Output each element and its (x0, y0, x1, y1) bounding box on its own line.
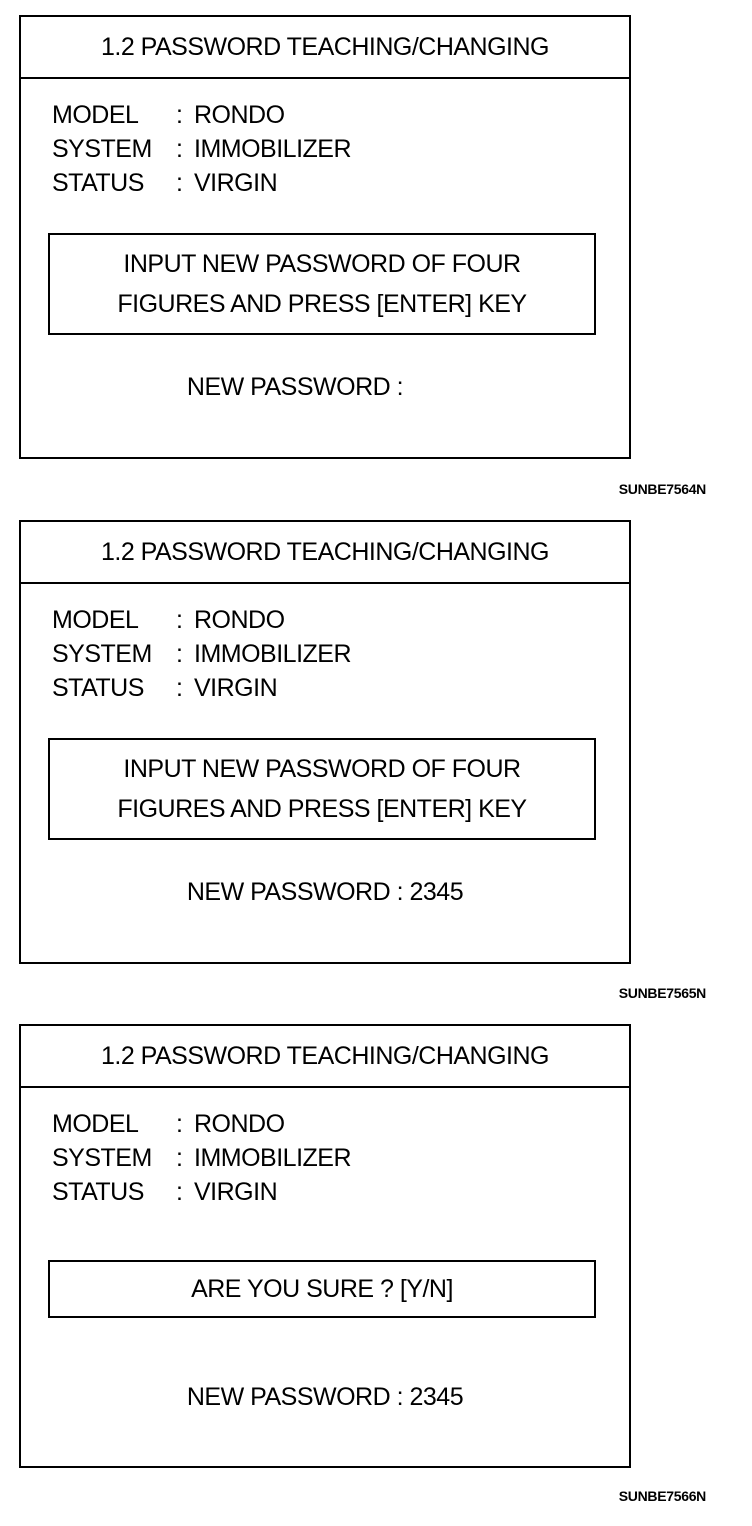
system-colon: : (176, 135, 183, 163)
status-colon: : (176, 674, 183, 702)
status-row: STATUS: VIRGIN (52, 169, 278, 198)
scanner-screen-1: 1.2 PASSWORD TEACHING/CHANGING MODEL: RON… (19, 15, 631, 459)
system-value: IMMOBILIZER (194, 135, 352, 163)
model-row: MODEL: RONDO (52, 1110, 285, 1139)
model-label: MODEL (52, 101, 139, 129)
new-password-label: NEW PASSWORD : (186, 1383, 404, 1411)
system-colon: : (176, 640, 183, 668)
instruction-message-box: INPUT NEW PASSWORD OF FOUR FIGURES AND P… (48, 233, 596, 335)
new-password-field[interactable]: NEW PASSWORD : 2345 (21, 1383, 629, 1412)
system-value: IMMOBILIZER (194, 640, 352, 668)
figure-code: SUNBE7566N (618, 1488, 707, 1504)
system-value: IMMOBILIZER (194, 1144, 352, 1172)
status-row: STATUS: VIRGIN (52, 674, 278, 703)
model-colon: : (176, 606, 183, 634)
status-row: STATUS: VIRGIN (52, 1178, 278, 1207)
system-label: SYSTEM (52, 135, 152, 163)
new-password-field[interactable]: NEW PASSWORD : (21, 373, 629, 402)
system-row: SYSTEM: IMMOBILIZER (52, 1144, 352, 1173)
model-value: RONDO (194, 101, 285, 129)
status-colon: : (176, 169, 183, 197)
new-password-field[interactable]: NEW PASSWORD : 2345 (21, 878, 629, 907)
system-label: SYSTEM (52, 1144, 152, 1172)
status-label: STATUS (52, 674, 144, 702)
status-value: VIRGIN (194, 1178, 278, 1206)
confirm-message: ARE YOU SURE ? [Y/N] (191, 1275, 453, 1303)
figure-code: SUNBE7565N (618, 985, 707, 1001)
screen-title: 1.2 PASSWORD TEACHING/CHANGING (21, 522, 629, 584)
status-label: STATUS (52, 169, 144, 197)
new-password-label: NEW PASSWORD : (186, 878, 404, 906)
model-value: RONDO (194, 606, 285, 634)
status-value: VIRGIN (194, 674, 278, 702)
model-colon: : (176, 1110, 183, 1138)
system-row: SYSTEM: IMMOBILIZER (52, 135, 352, 164)
status-value: VIRGIN (194, 169, 278, 197)
model-row: MODEL: RONDO (52, 101, 285, 130)
model-colon: : (176, 101, 183, 129)
scanner-screen-2: 1.2 PASSWORD TEACHING/CHANGING MODEL: RON… (19, 520, 631, 964)
model-label: MODEL (52, 1110, 139, 1138)
system-label: SYSTEM (52, 640, 152, 668)
figure-code: SUNBE7564N (618, 481, 707, 497)
status-label: STATUS (52, 1178, 144, 1206)
model-value: RONDO (194, 1110, 285, 1138)
model-label: MODEL (52, 606, 139, 634)
system-row: SYSTEM: IMMOBILIZER (52, 640, 352, 669)
message-line-1: INPUT NEW PASSWORD OF FOUR (123, 755, 521, 783)
scanner-screen-3: 1.2 PASSWORD TEACHING/CHANGING MODEL: RON… (19, 1024, 631, 1468)
instruction-message-box: INPUT NEW PASSWORD OF FOUR FIGURES AND P… (48, 738, 596, 840)
screen-title: 1.2 PASSWORD TEACHING/CHANGING (21, 17, 629, 79)
system-colon: : (176, 1144, 183, 1172)
screen-title: 1.2 PASSWORD TEACHING/CHANGING (21, 1026, 629, 1088)
new-password-label: NEW PASSWORD : (186, 373, 404, 401)
model-row: MODEL: RONDO (52, 606, 285, 635)
new-password-value: 2345 (409, 1383, 464, 1411)
message-line-1: INPUT NEW PASSWORD OF FOUR (123, 250, 521, 278)
message-line-2: FIGURES AND PRESS [ENTER] KEY (117, 795, 527, 823)
new-password-value: 2345 (409, 878, 464, 906)
confirm-message-box: ARE YOU SURE ? [Y/N] (48, 1260, 596, 1318)
message-line-2: FIGURES AND PRESS [ENTER] KEY (117, 290, 527, 318)
status-colon: : (176, 1178, 183, 1206)
